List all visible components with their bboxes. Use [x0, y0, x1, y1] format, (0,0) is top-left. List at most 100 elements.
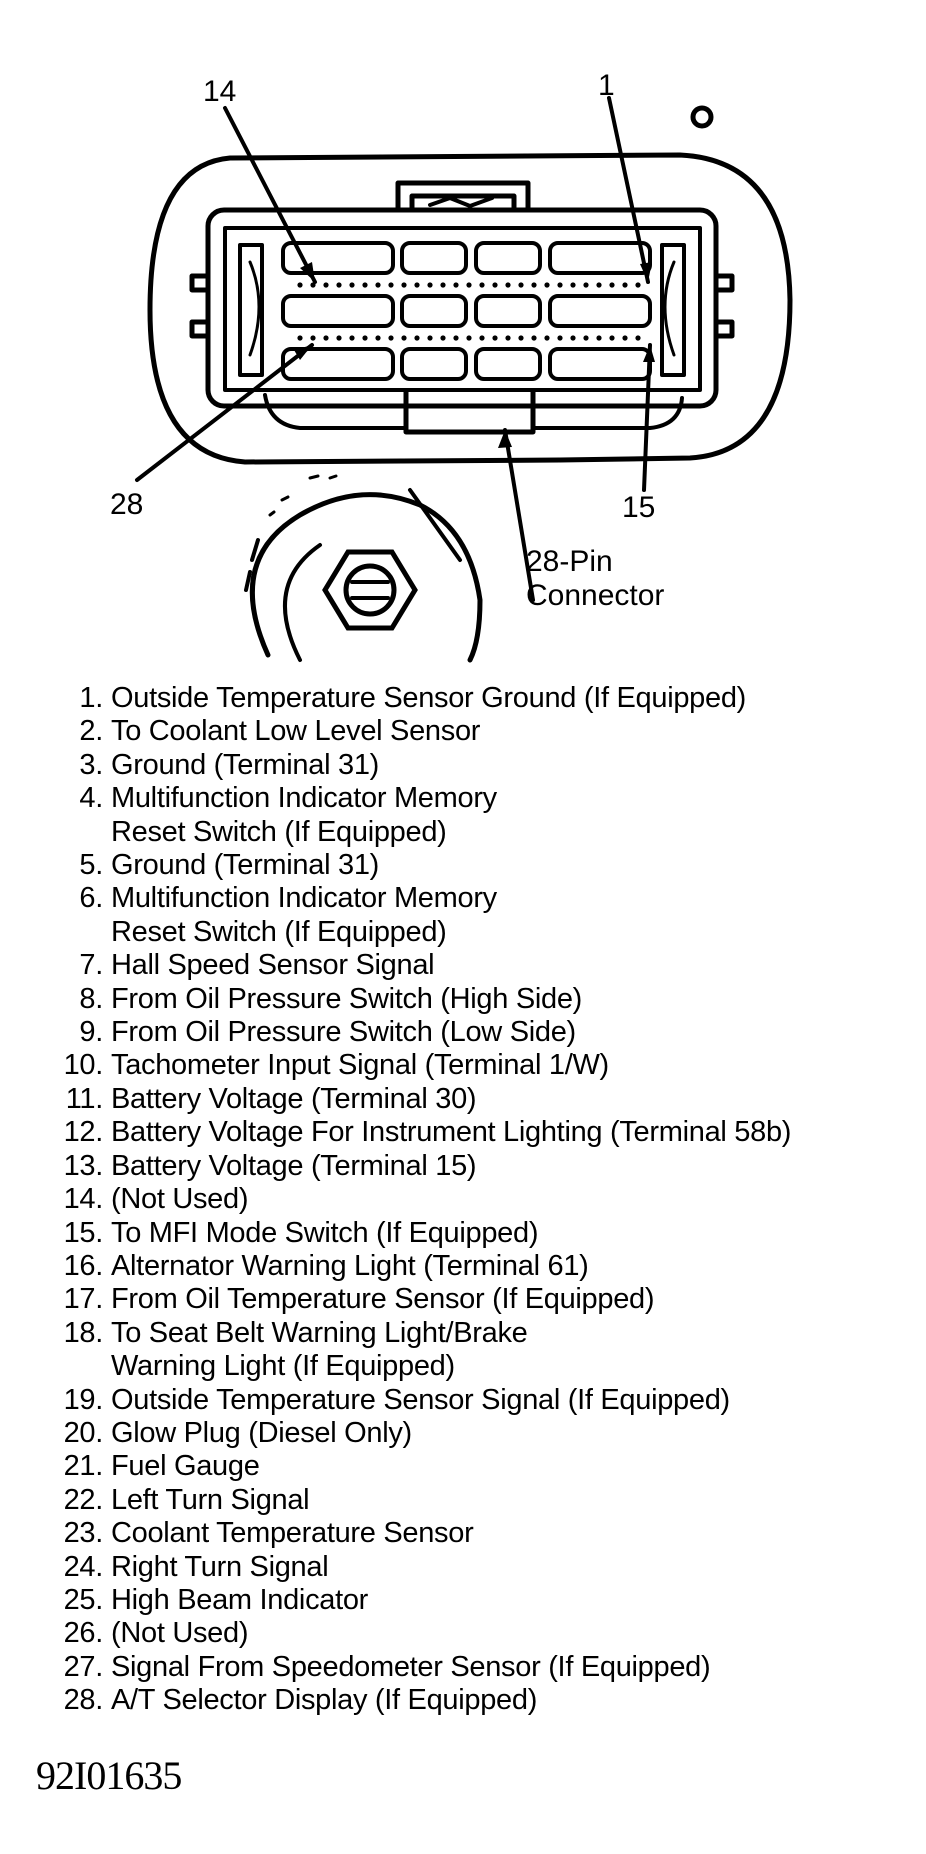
pin-contact-dot	[609, 282, 615, 288]
pin-contact-dot	[622, 282, 628, 288]
pin-contact-dot	[336, 335, 342, 341]
pin-number: 10.	[63, 1049, 104, 1082]
callout-28: 28	[110, 488, 144, 521]
pin-description-text: Multifunction Indicator Memory	[111, 882, 497, 915]
pin-description-text: High Beam Indicator	[111, 1583, 369, 1616]
pin-number: 7.	[79, 949, 103, 982]
pin-cavity	[548, 294, 652, 328]
arrowhead-15	[643, 345, 655, 362]
callout-15: 15	[622, 491, 656, 524]
pin-description: 1.Outside Temperature Sensor Ground (If …	[40, 682, 791, 715]
pin-number: 3.	[79, 748, 103, 781]
pin-description: 10.Tachometer Input Signal (Terminal 1/W…	[40, 1049, 791, 1082]
pin-description-text: Hall Speed Sensor Signal	[111, 949, 435, 982]
connector-caption-line: 28-Pin	[526, 545, 613, 578]
pin-description: 3.Ground (Terminal 31)	[40, 749, 791, 782]
bottom-latch	[403, 389, 536, 435]
pin-description-text: Fuel Gauge	[111, 1450, 260, 1483]
pin-contact-dot	[349, 335, 355, 341]
pin-cavity	[281, 241, 395, 275]
pin-description-text: (Not Used)	[111, 1183, 249, 1216]
figure-id: 92I01635	[36, 1753, 182, 1798]
sensor-inner-arc	[283, 543, 322, 662]
pin-number: 28.	[63, 1684, 104, 1717]
pin-contact-dot	[609, 335, 615, 341]
right-side-clip	[713, 273, 735, 339]
pin-number: 26.	[63, 1617, 104, 1650]
pin-contact-dot	[453, 282, 459, 288]
pin-description: 6.Multifunction Indicator Memory	[40, 882, 791, 915]
pin-number: 27.	[63, 1650, 104, 1683]
pin-list-item: 14.(Not Used)	[40, 1183, 791, 1216]
pin-list-item: 19.Outside Temperature Sensor Signal (If…	[40, 1384, 791, 1417]
pin-description: 14.(Not Used)	[40, 1183, 791, 1216]
pin-contact-dot	[479, 282, 485, 288]
connector-caption-line: Connector	[526, 579, 665, 612]
pin-description: 4.Multifunction Indicator Memory	[40, 782, 791, 815]
pin-list-item: 23.Coolant Temperature Sensor	[40, 1517, 791, 1550]
pin-contact-dot	[375, 282, 381, 288]
pin-description: 17.From Oil Temperature Sensor (If Equip…	[40, 1283, 791, 1316]
leader-line-15	[642, 343, 652, 492]
pin-number: 18.	[63, 1316, 104, 1349]
pin-number: 12.	[63, 1116, 104, 1149]
pin-contact-dot	[622, 335, 628, 341]
pin-description-text: Tachometer Input Signal (Terminal 1/W)	[111, 1049, 609, 1082]
pin-description-text: (Not Used)	[111, 1617, 249, 1650]
pin-contact-dot	[492, 282, 498, 288]
pin-description-text: To Coolant Low Level Sensor	[111, 715, 481, 748]
pin-description-text: Warning Light (If Equipped)	[111, 1350, 455, 1383]
pin-number: 23.	[63, 1517, 104, 1550]
top-latch	[395, 180, 531, 213]
pin-description-text: Ground (Terminal 31)	[111, 748, 379, 781]
pin-contact-dot	[596, 335, 602, 341]
pin-number: 6.	[79, 882, 103, 915]
leader-line-connector	[503, 428, 535, 602]
pin-number: 22.	[63, 1483, 104, 1516]
mounting-hole	[690, 105, 714, 129]
pin-contact-dot	[596, 282, 602, 288]
pin-description: 11.Battery Voltage (Terminal 30)	[40, 1083, 791, 1116]
pin-contact-dot	[401, 282, 407, 288]
sensor-outer-arc	[249, 492, 483, 663]
pin-contact-dot	[492, 335, 498, 341]
pin-list-item: 11.Battery Voltage (Terminal 30)	[40, 1083, 791, 1116]
pin-cavity	[281, 294, 395, 328]
pin-description-text: Signal From Speedometer Sensor (If Equip…	[111, 1650, 711, 1683]
pin-contact-dot	[518, 335, 524, 341]
connector-housing-outline	[147, 152, 793, 465]
pin-description-text: From Oil Temperature Sensor (If Equipped…	[111, 1283, 655, 1316]
left-side-clip	[189, 273, 211, 339]
pin-contacts	[297, 282, 641, 341]
pin-contact-dot	[336, 282, 342, 288]
pin-description: 21.Fuel Gauge	[40, 1450, 791, 1483]
pin-contact-dot	[531, 335, 537, 341]
pin-description-continued: Warning Light (If Equipped)	[40, 1350, 791, 1383]
pin-description: 24.Right Turn Signal	[40, 1551, 791, 1584]
pin-contact-dot	[518, 282, 524, 288]
pin-contact-dot	[388, 335, 394, 341]
pin-list-item: 15.To MFI Mode Switch (If Equipped)	[40, 1217, 791, 1250]
pin-contact-dot	[505, 282, 511, 288]
pin-number: 21.	[63, 1450, 104, 1483]
pin-number: 9.	[79, 1016, 103, 1049]
leader-line-1	[607, 96, 650, 284]
pin-list-item: 17.From Oil Temperature Sensor (If Equip…	[40, 1283, 791, 1316]
pin-description-text: Battery Voltage For Instrument Lighting …	[111, 1116, 792, 1149]
pin-description-text: Reset Switch (If Equipped)	[111, 815, 447, 848]
pin-cavity	[400, 347, 468, 381]
connector-caption: 28-Pin Connector	[526, 545, 664, 613]
pin-cavity	[548, 241, 652, 275]
pin-cavity	[474, 347, 542, 381]
pin-description-text: Coolant Temperature Sensor	[111, 1517, 474, 1550]
pin-description-text: A/T Selector Display (If Equipped)	[111, 1684, 538, 1717]
arrowhead-connector	[498, 430, 512, 448]
pin-description-text: From Oil Pressure Switch (High Side)	[111, 982, 583, 1015]
pin-description-text: Right Turn Signal	[111, 1550, 329, 1583]
pin-cavity	[548, 347, 652, 381]
pin-contact-dot	[375, 335, 381, 341]
pin-description: 15.To MFI Mode Switch (If Equipped)	[40, 1217, 791, 1250]
